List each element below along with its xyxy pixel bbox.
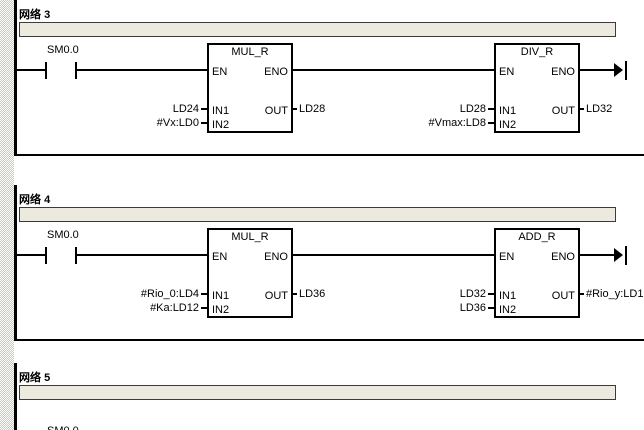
network-4-wire-mul-to-add xyxy=(293,254,494,256)
network-4-add-r-en-pin: EN xyxy=(499,251,515,263)
network-3-mul-r-in1-stub xyxy=(201,108,207,110)
network-4-title: 网络 4 xyxy=(19,191,50,207)
network-3-title-number: 3 xyxy=(44,9,51,21)
network-4-mul-r-out-pin: OUT xyxy=(264,290,288,302)
network-4[interactable]: 网络 4 SM0.0 MUL_R EN ENO IN1 IN2 OUT #Rio… xyxy=(14,185,644,357)
ladder-canvas[interactable]: 网络 3 SM0.0 MUL_R EN ENO IN1 IN2 OUT LD24… xyxy=(14,0,644,430)
network-5-power-rail xyxy=(14,363,17,430)
network-3-comment-box[interactable] xyxy=(19,22,616,37)
network-4-contact-bar-right[interactable] xyxy=(75,247,77,264)
network-4-add-r-out-operand[interactable]: #Rio_y:LD1 xyxy=(586,288,644,300)
network-3-separator xyxy=(14,154,644,156)
network-4-add-r-name: ADD_R xyxy=(518,231,556,243)
network-4-add-r-in1-operand[interactable]: LD32 xyxy=(459,288,486,300)
network-4-add-r-in1-stub xyxy=(488,293,494,295)
network-3-div-r-in2-pin: IN2 xyxy=(499,119,517,131)
network-3-div-r-out-pin: OUT xyxy=(551,105,575,117)
network-3-power-rail xyxy=(14,0,17,154)
network-3-div-r-name: DIV_R xyxy=(520,46,554,58)
network-3-title: 网络 3 xyxy=(19,6,50,22)
network-4-contact-bar-left[interactable] xyxy=(45,247,47,264)
network-3-mul-r-in2-operand[interactable]: #Vx:LD0 xyxy=(156,117,199,129)
network-3-contact-bar-right[interactable] xyxy=(75,62,77,79)
network-3-mul-r-in1-operand[interactable]: LD24 xyxy=(172,103,199,115)
network-3-div-r-in1-operand[interactable]: LD28 xyxy=(459,103,486,115)
network-3-div-r-in1-pin: IN1 xyxy=(499,105,517,117)
network-4-add-r-in1-pin: IN1 xyxy=(499,290,517,302)
network-3-wire-rail-to-contact xyxy=(17,69,45,71)
network-4-contact-label: SM0.0 xyxy=(47,229,79,241)
network-4-mul-r-in2-operand[interactable]: #Ka:LD12 xyxy=(150,302,199,314)
network-4-add-r-block[interactable]: ADD_R EN ENO IN1 IN2 OUT xyxy=(494,228,580,318)
network-3-mul-r-in2-pin: IN2 xyxy=(212,119,230,131)
network-3[interactable]: 网络 3 SM0.0 MUL_R EN ENO IN1 IN2 OUT LD24… xyxy=(14,0,644,172)
network-3-mul-r-out-operand[interactable]: LD28 xyxy=(299,103,326,115)
network-3-wire-contact-to-mul xyxy=(77,69,207,71)
network-3-mul-r-out-pin: OUT xyxy=(264,105,288,117)
network-4-continuation-arrow-icon xyxy=(614,248,623,262)
network-4-wire-add-to-end xyxy=(580,254,617,256)
network-3-div-r-in2-operand[interactable]: #Vmax:LD8 xyxy=(428,117,486,129)
network-4-add-r-in2-stub xyxy=(488,307,494,309)
left-gutter-strip xyxy=(0,0,14,430)
network-3-div-r-en-pin: EN xyxy=(499,66,515,78)
network-4-title-prefix: 网络 xyxy=(19,194,41,206)
network-4-add-r-eno-pin: ENO xyxy=(551,251,575,263)
network-3-title-prefix: 网络 xyxy=(19,9,41,21)
network-3-contact-label: SM0.0 xyxy=(47,44,79,56)
network-4-wire-contact-to-mul xyxy=(77,254,207,256)
network-5-comment-box[interactable] xyxy=(19,385,616,400)
network-3-mul-r-block[interactable]: MUL_R EN ENO IN1 IN2 OUT xyxy=(207,43,293,133)
network-3-div-r-in1-stub xyxy=(488,108,494,110)
network-4-mul-r-in1-stub xyxy=(201,293,207,295)
network-4-mul-r-block[interactable]: MUL_R EN ENO IN1 IN2 OUT xyxy=(207,228,293,318)
network-4-mul-r-in1-pin: IN1 xyxy=(212,290,230,302)
network-3-continuation-arrow-icon xyxy=(614,63,623,77)
network-3-mul-r-en-pin: EN xyxy=(212,66,228,78)
network-4-mul-r-out-operand[interactable]: LD36 xyxy=(299,288,326,300)
network-3-wire-div-to-end xyxy=(580,69,617,71)
network-4-add-r-in2-operand[interactable]: LD36 xyxy=(459,302,486,314)
network-4-wire-rail-to-contact xyxy=(17,254,45,256)
network-3-right-rail xyxy=(625,61,627,80)
network-4-mul-r-in1-operand[interactable]: #Rio_0:LD4 xyxy=(140,288,199,300)
network-5-title-number: 5 xyxy=(44,372,51,384)
network-5[interactable]: 网络 5 SM0.0 xyxy=(14,363,644,430)
network-3-mul-r-out-stub xyxy=(291,108,297,110)
network-3-div-r-eno-pin: ENO xyxy=(551,66,575,78)
network-4-title-number: 4 xyxy=(44,194,51,206)
network-3-div-r-out-operand[interactable]: LD32 xyxy=(586,103,613,115)
network-3-contact-bar-left[interactable] xyxy=(45,62,47,79)
network-4-mul-r-in2-pin: IN2 xyxy=(212,304,230,316)
network-4-mul-r-name: MUL_R xyxy=(231,231,269,243)
network-5-title: 网络 5 xyxy=(19,369,50,385)
network-3-mul-r-in1-pin: IN1 xyxy=(212,105,230,117)
network-4-mul-r-out-stub xyxy=(291,293,297,295)
network-3-mul-r-in2-stub xyxy=(201,122,207,124)
network-4-mul-r-eno-pin: ENO xyxy=(264,251,288,263)
network-4-power-rail xyxy=(14,185,17,339)
network-4-add-r-out-pin: OUT xyxy=(551,290,575,302)
network-3-div-r-block[interactable]: DIV_R EN ENO IN1 IN2 OUT xyxy=(494,43,580,133)
network-4-mul-r-in2-stub xyxy=(201,307,207,309)
network-4-separator xyxy=(14,339,644,341)
network-4-comment-box[interactable] xyxy=(19,207,616,222)
network-3-wire-mul-to-div xyxy=(293,69,494,71)
network-5-contact-label: SM0.0 xyxy=(47,425,79,430)
network-5-title-prefix: 网络 xyxy=(19,372,41,384)
network-3-div-r-in2-stub xyxy=(488,122,494,124)
network-4-mul-r-en-pin: EN xyxy=(212,251,228,263)
network-3-div-r-out-stub xyxy=(578,108,584,110)
network-4-add-r-out-stub xyxy=(578,293,584,295)
network-4-add-r-in2-pin: IN2 xyxy=(499,304,517,316)
network-3-mul-r-eno-pin: ENO xyxy=(264,66,288,78)
network-3-mul-r-name: MUL_R xyxy=(231,46,269,58)
network-4-right-rail xyxy=(625,246,627,265)
